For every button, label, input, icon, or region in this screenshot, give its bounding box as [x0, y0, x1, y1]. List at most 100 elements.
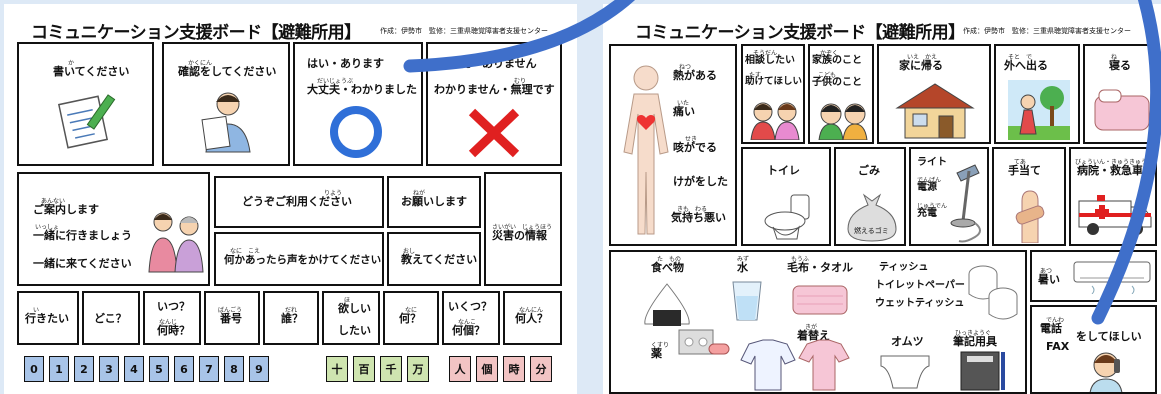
ruby: あつ [1040, 268, 1053, 275]
card-guide[interactable]: あんない ご案内します いっしょ 一緒に行きましょう 一緒に来てください [17, 172, 210, 286]
ruby: か [68, 60, 75, 67]
ruby: こども [818, 72, 837, 79]
card-no[interactable]: いいえ・ありません むり わかりません・無理です [426, 42, 562, 166]
card-please-use[interactable]: りよう どうぞご利用ください [214, 176, 384, 228]
card-where[interactable]: どこ？ [82, 291, 140, 345]
diaper-icon [880, 355, 930, 389]
card-how-many-people[interactable]: なんにん 何人？ [503, 291, 562, 345]
ruby: ひっきようぐ [955, 330, 992, 337]
card-who[interactable]: だれ 誰？ [263, 291, 319, 345]
unit-hundred[interactable]: 百 [353, 356, 375, 382]
card-label: 毛布・タオル [787, 261, 853, 274]
digit-2[interactable]: 2 [74, 356, 94, 382]
card-label: 何時？ [157, 324, 190, 337]
card-want[interactable]: ほ 欲しい したい [322, 291, 380, 345]
card-label: トイレットペーパー [875, 280, 965, 291]
card-number[interactable]: ばんごう 番号 [204, 291, 260, 345]
ruby: でんげん [917, 177, 942, 184]
bandaged-finger-icon [1015, 190, 1045, 243]
counter-items[interactable]: 個 [476, 356, 498, 382]
card-want-to-go[interactable]: い 行きたい [17, 291, 79, 345]
lamp-icon [950, 164, 981, 243]
counter-people[interactable]: 人 [449, 356, 471, 382]
digit-3[interactable]: 3 [99, 356, 119, 382]
medicine-icon [678, 329, 730, 355]
card-label: オムツ [891, 335, 924, 348]
digit-7[interactable]: 7 [199, 356, 219, 382]
ruby: た もの [657, 256, 682, 263]
card-label: はい・あります [307, 57, 384, 70]
air-conditioner-icon [1073, 261, 1151, 294]
card-yes[interactable]: はい・あります だいじょうぶ 大丈夫・わかりました [293, 42, 423, 166]
ruby: かくにん [188, 60, 213, 67]
card-family[interactable]: かぞく 家族のこと こども 子供のこと [808, 44, 874, 144]
ruby: たす [749, 72, 762, 79]
card-power[interactable]: ライト でんげん 電源 じゅうでん 充電 [909, 147, 989, 246]
card-what[interactable]: なに 何？ [383, 291, 439, 345]
ruby: さいがい じょうほう [492, 224, 553, 231]
counter-minute[interactable]: 分 [530, 356, 552, 382]
ruby: ねが [413, 190, 426, 197]
ruby: でんわ [1046, 317, 1065, 324]
card-label: 子供のこと [812, 77, 862, 88]
card-label: 薬 [651, 347, 662, 360]
body-outline-icon [623, 65, 669, 235]
card-consult[interactable]: そうだん 相談したい たす 助けてほしい [741, 44, 805, 144]
card-label: 食べ物 [651, 261, 684, 274]
digit-8[interactable]: 8 [224, 356, 244, 382]
ruby: みず [737, 256, 750, 263]
card-disaster-info[interactable]: さいがい じょうほう 災害の情報 [484, 172, 562, 286]
card-when[interactable]: いつ？ なんじ 何時？ [143, 291, 201, 345]
card-sleep[interactable]: ね 寝る [1083, 44, 1157, 144]
card-phone-fax[interactable]: でんわ 電話 FAX をしてほしい [1030, 305, 1157, 394]
ruby: なんにん [519, 307, 544, 314]
card-label: 行きたい [25, 312, 69, 325]
card-hot[interactable]: あつ 暑い [1030, 250, 1157, 302]
card-teach[interactable]: おし 教えてください [387, 232, 481, 286]
card-label: 電話 [1040, 322, 1062, 335]
card-request[interactable]: ねが お願いします [387, 176, 481, 228]
card-trash[interactable]: ごみ 燃えるゴミ [834, 147, 906, 246]
card-call-me[interactable]: なに こえ 何かあったら声をかけてください [214, 232, 384, 286]
ruby: もうふ [791, 256, 809, 263]
card-label: 家族のこと [812, 55, 862, 66]
counter-hour[interactable]: 時 [503, 356, 525, 382]
digit-6[interactable]: 6 [174, 356, 194, 382]
card-label: 番号 [220, 312, 242, 325]
card-go-home[interactable]: いえ かえ 家に帰る [877, 44, 991, 144]
digit-4[interactable]: 4 [124, 356, 144, 382]
unit-ten[interactable]: 十 [326, 356, 348, 382]
card-label: 災害の情報 [492, 229, 547, 242]
unit-ten-thousand[interactable]: 万 [407, 356, 429, 382]
card-label: 何人？ [515, 312, 548, 325]
right-board: コミュニケーション支援ボード【避難所用】 作成：伊勢市 監修：三重県聴覚障害者支… [603, 4, 1161, 394]
card-how-many[interactable]: いくつ？ なんこ 何個？ [442, 291, 500, 345]
card-confirm[interactable]: かくにん 確認をしてください [162, 42, 290, 166]
card-label: ライト [917, 157, 947, 168]
guide-people-icon [148, 212, 204, 273]
digit-1[interactable]: 1 [49, 356, 69, 382]
ruby: なんじ [159, 319, 178, 326]
cross-icon [468, 108, 520, 158]
person-reading-icon [201, 92, 251, 153]
ruby: なんこ [458, 319, 477, 326]
unit-thousand[interactable]: 千 [380, 356, 402, 382]
ruby: じゅうでん [917, 203, 948, 210]
card-label: お願いします [401, 195, 467, 208]
card-label: いつ？ [157, 300, 190, 313]
digit-5[interactable]: 5 [149, 356, 169, 382]
card-body-symptoms[interactable]: ねつ 熱がある いた 痛い せき 咳がでる けがをした きも わる 気持ち悪い [609, 44, 737, 246]
digit-9[interactable]: 9 [249, 356, 269, 382]
ruby: かぞく [820, 50, 839, 57]
card-label: 電源 [917, 182, 937, 193]
digit-0[interactable]: 0 [24, 356, 44, 382]
card-label: ウェットティッシュ [875, 298, 965, 309]
card-toilet[interactable]: トイレ [741, 147, 831, 246]
card-label: 一緒に来てください [33, 257, 132, 270]
card-label: 病院・救急車 [1077, 164, 1143, 177]
card-first-aid[interactable]: てあ 手当て [992, 147, 1066, 246]
card-supplies[interactable]: た もの 食べ物 みず 水 もうふ 毛布・タオル ティッシュ トイレットペーパー… [609, 250, 1027, 394]
card-write[interactable]: か 書いてください [17, 42, 154, 166]
card-go-outside[interactable]: そと で 外へ出る [994, 44, 1080, 144]
card-hospital-ambulance[interactable]: びょういん・きゅうきゅうしゃ 病院・救急車 [1069, 147, 1157, 246]
